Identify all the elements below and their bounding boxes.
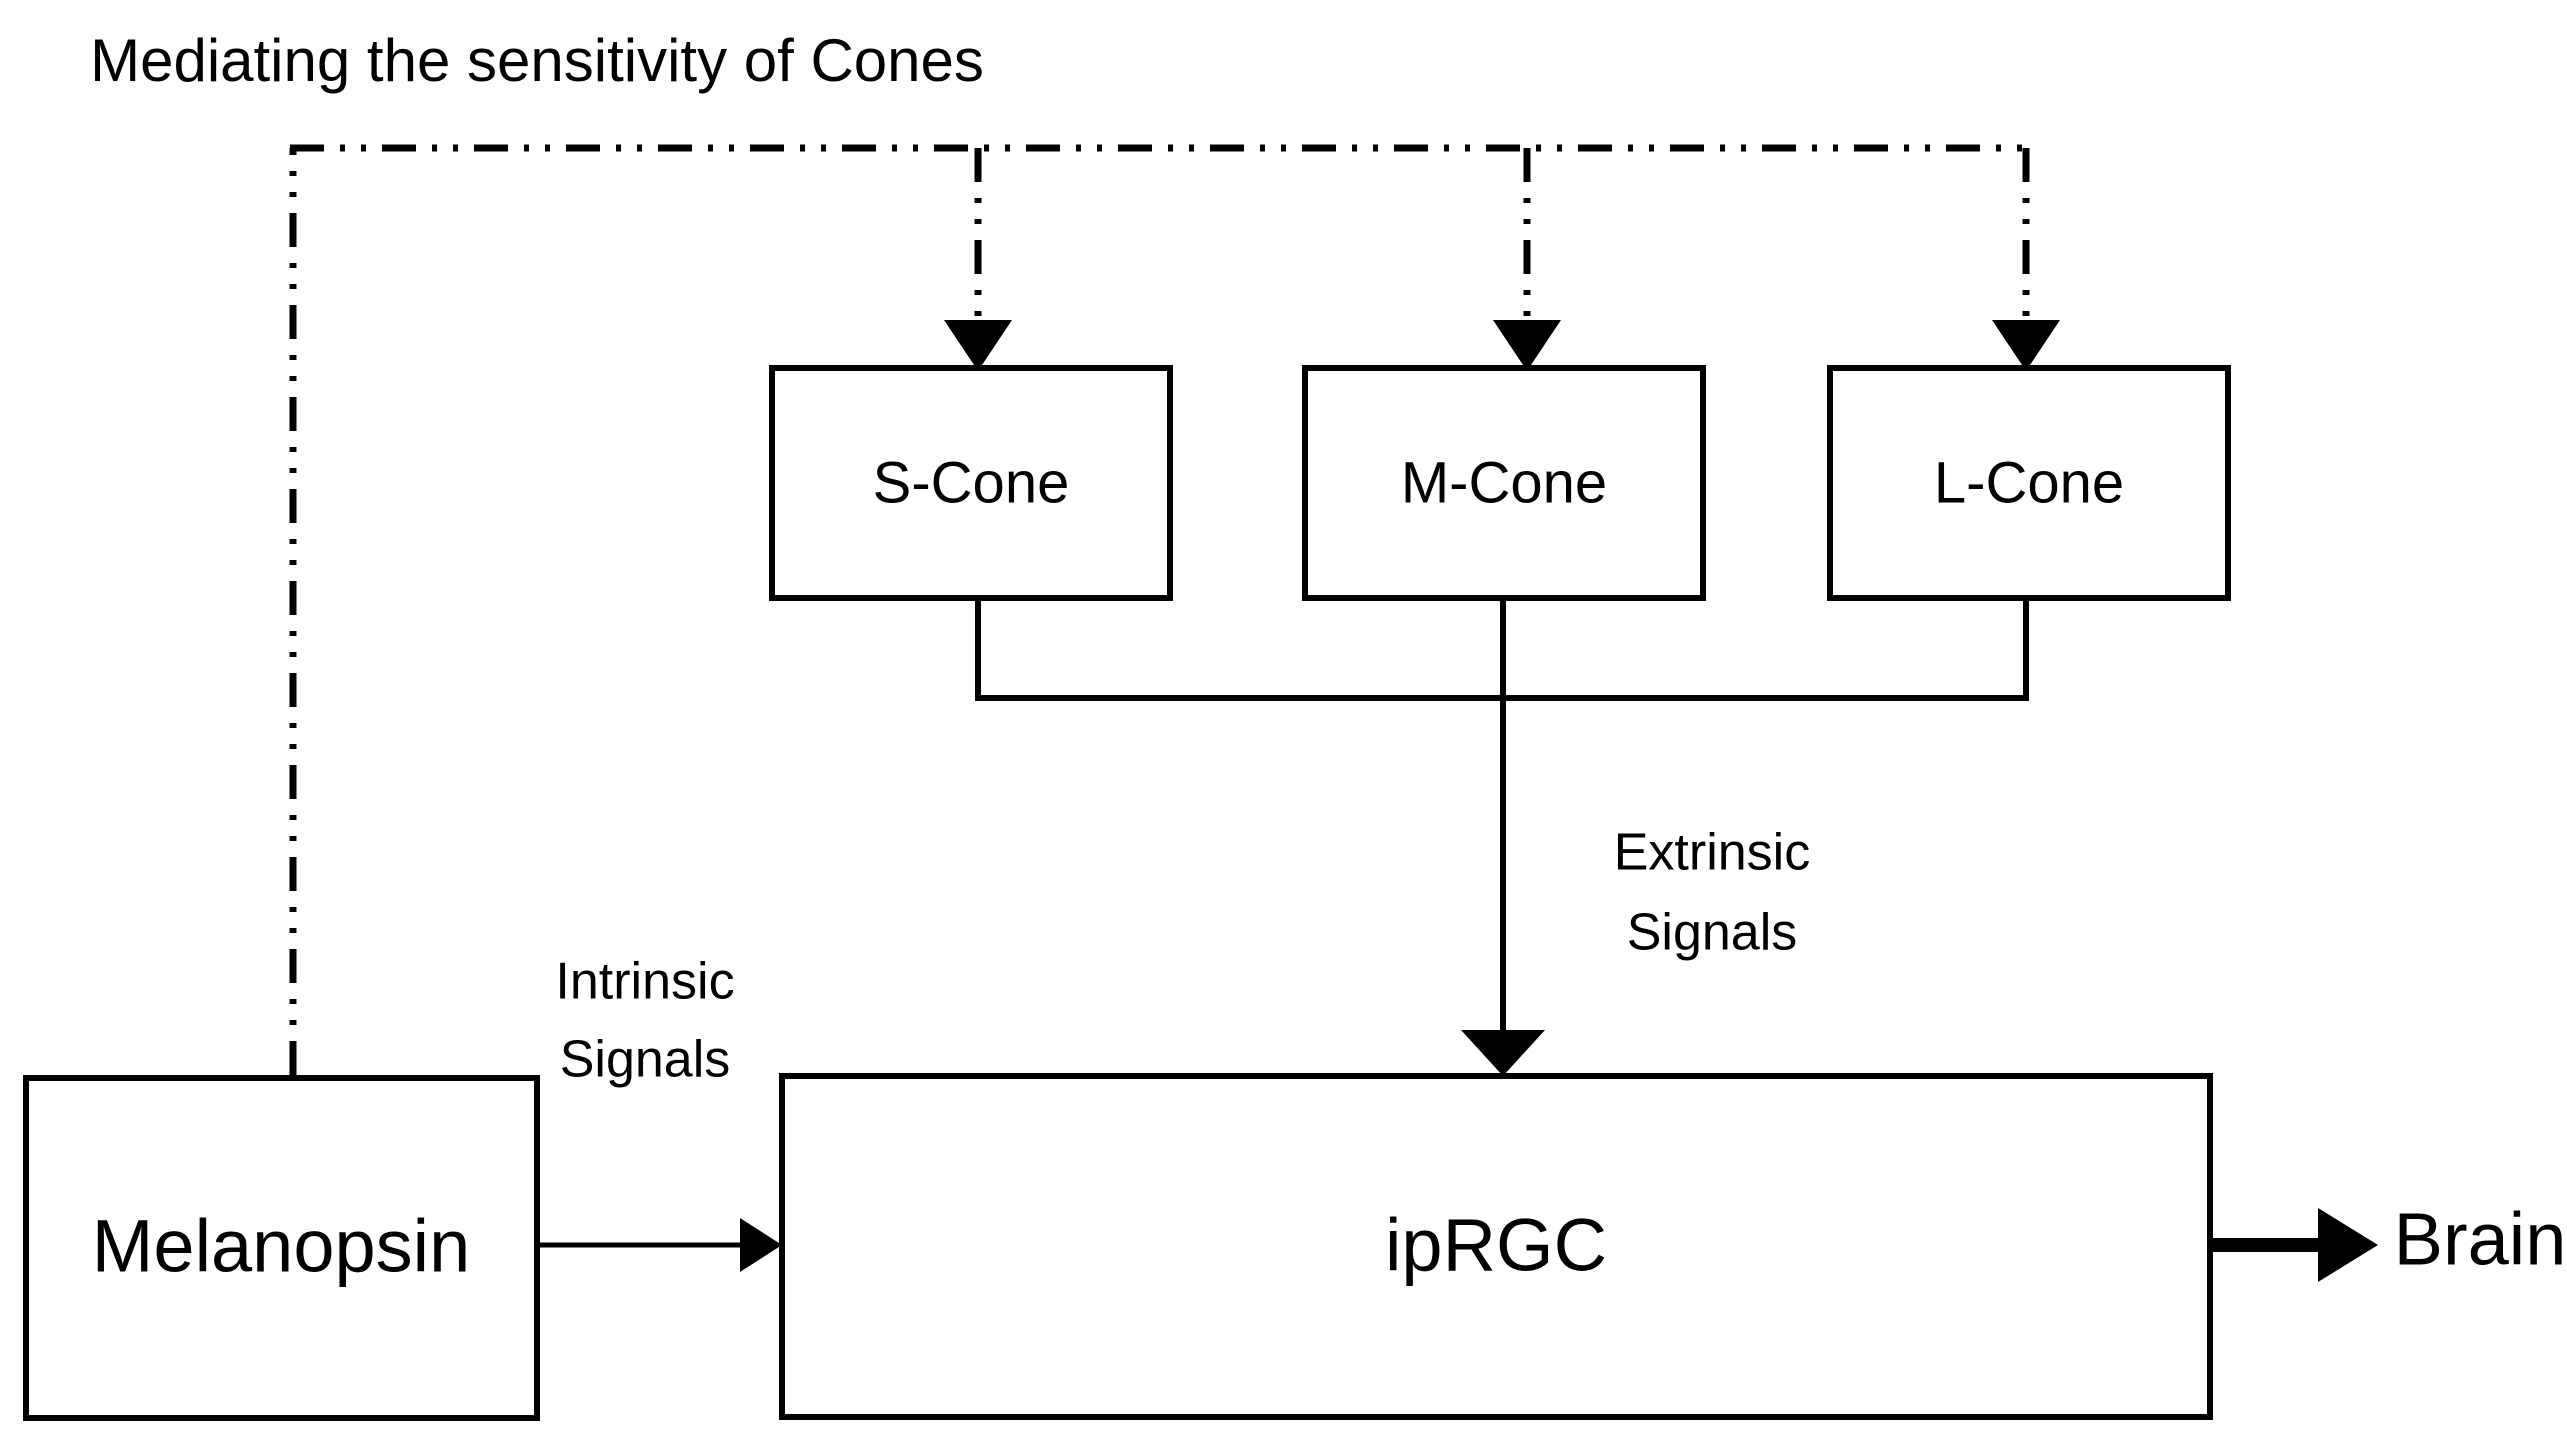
node-iprgc-label: ipRGC — [1385, 1204, 1607, 1287]
label-intrinsic-signals-line2: Signals — [560, 1031, 731, 1089]
node-l-cone-label: L-Cone — [1934, 450, 2124, 515]
node-brain-label: Brain — [2394, 1198, 2567, 1281]
node-l-cone[interactable] — [1827, 365, 2231, 601]
node-melanopsin-label: Melanopsin — [92, 1205, 470, 1288]
label-intrinsic-signals-line1: Intrinsic — [555, 953, 734, 1011]
arrowhead-intrinsic-into-iprgc — [740, 1218, 782, 1272]
arrowhead-extrinsic-into-iprgc — [1461, 1030, 1545, 1076]
diagram-title: Mediating the sensitivity of Cones — [90, 27, 984, 94]
node-m-cone-label: M-Cone — [1401, 450, 1607, 515]
node-s-cone[interactable] — [769, 365, 1173, 601]
node-melanopsin[interactable] — [23, 1075, 540, 1421]
label-extrinsic-signals-line1: Extrinsic — [1614, 824, 1810, 882]
arrowhead-brain — [2318, 1208, 2378, 1282]
node-s-cone-label: S-Cone — [873, 450, 1070, 515]
arrowhead-m-cone — [1493, 320, 1561, 371]
node-iprgc[interactable] — [779, 1073, 2213, 1420]
label-extrinsic-signals-line2: Signals — [1627, 904, 1798, 962]
arrowhead-s-cone — [944, 320, 1012, 371]
arrowhead-l-cone — [1992, 320, 2060, 371]
